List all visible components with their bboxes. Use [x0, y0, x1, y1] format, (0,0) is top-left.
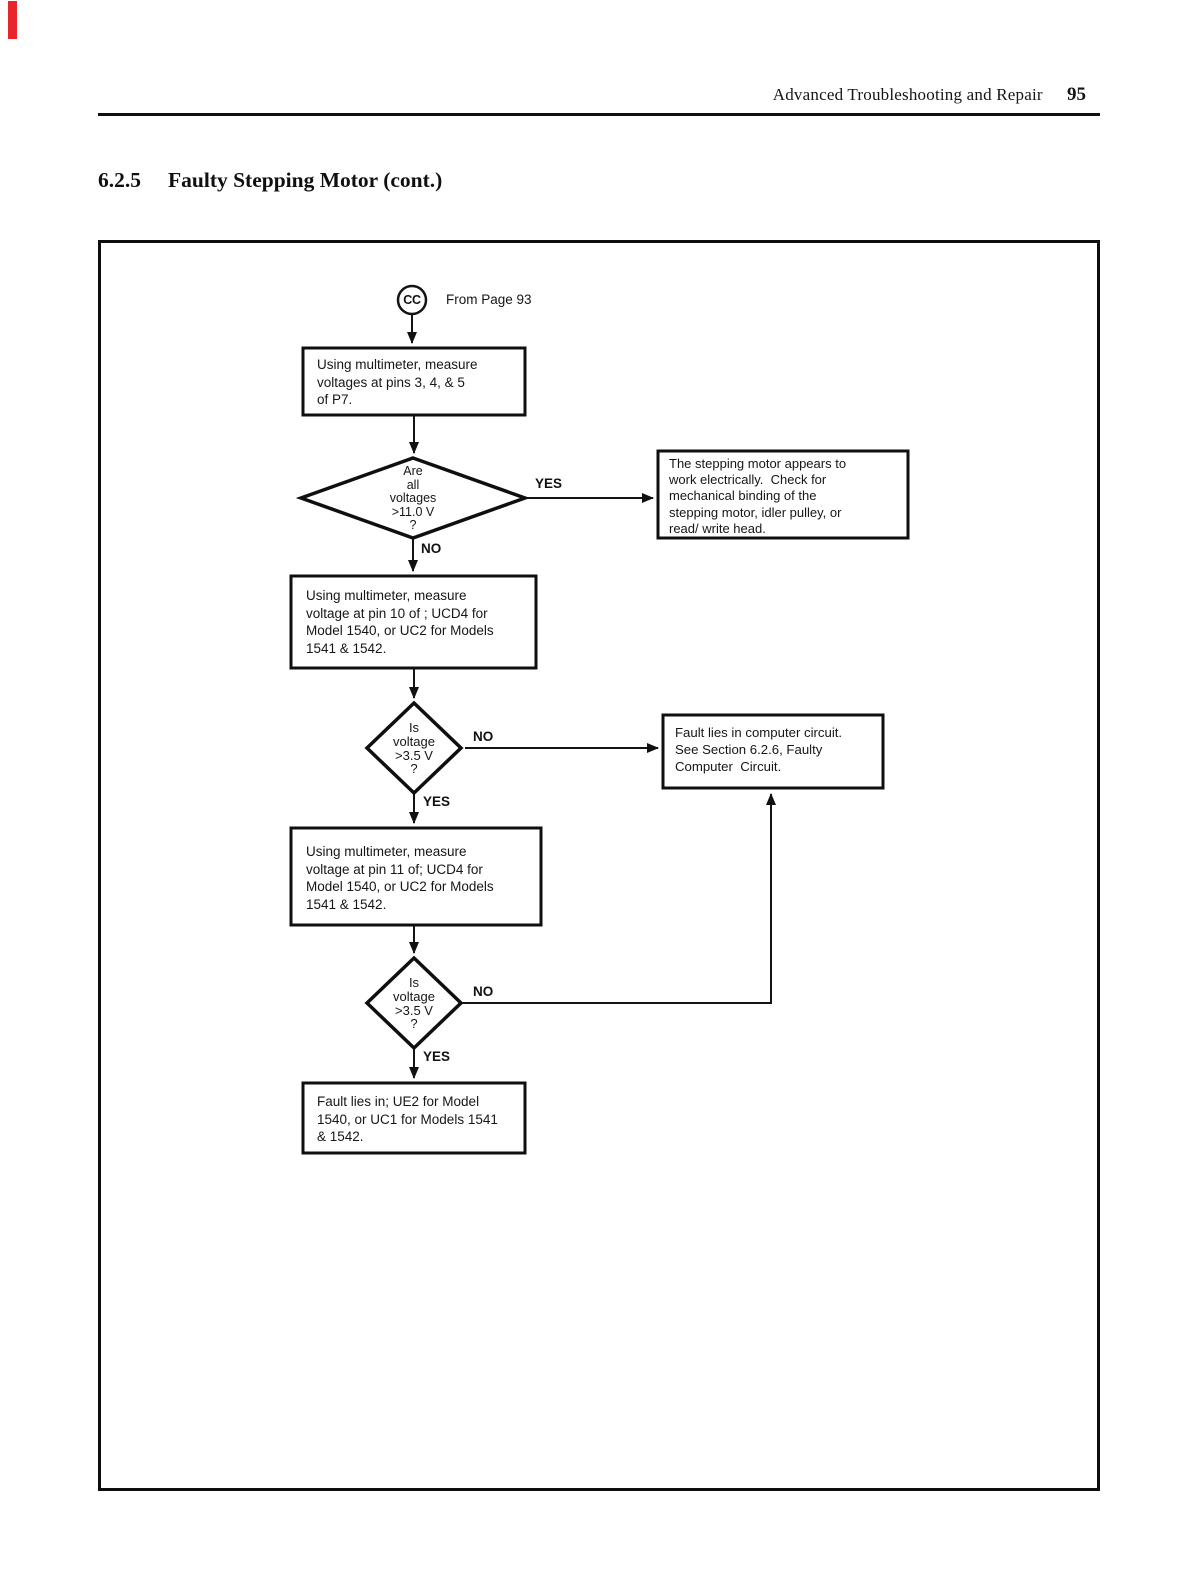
terminal-box-final-fault — [301, 1081, 527, 1155]
edge-label-no-3: NO — [473, 984, 494, 999]
terminal-box-motor-ok — [656, 449, 910, 540]
terminal-text-motor-ok: The stepping motor appears to work elect… — [669, 456, 847, 536]
terminal-text-computer-fault: Fault lies in computer circuit. See Sect… — [675, 725, 843, 774]
decision-text-pin11: Is voltage >3.5 V ? — [393, 975, 435, 1032]
terminal-text-final-fault: Fault lies in; UE2 for Model 1540, or UC… — [317, 1094, 498, 1144]
running-header: Advanced Troubleshooting and Repair 95 — [98, 84, 1100, 111]
red-edge-marker — [8, 1, 17, 39]
edge-label-no-2: NO — [473, 729, 494, 744]
edge-label-yes-1: YES — [535, 476, 563, 491]
edge-label-yes-2: YES — [423, 794, 451, 809]
decision-diamond-1 — [295, 456, 531, 540]
decision-text-voltages: Are all voltages >11.0 V ? — [389, 464, 437, 533]
connector-cc-label: CC — [403, 293, 421, 307]
section-title: Faulty Stepping Motor (cont.) — [168, 168, 443, 192]
decision-text-pin10: Is voltage >3.5 V ? — [393, 720, 435, 777]
from-page-label: From Page 93 — [446, 292, 532, 307]
running-header-title: Advanced Troubleshooting and Repair — [772, 85, 1043, 104]
process-box-measure-p7 — [301, 346, 527, 417]
decision-diamond-2 — [364, 700, 464, 796]
process-text-pin11: Using multimeter, measure voltage at pin… — [306, 844, 494, 912]
process-box-pin11 — [289, 826, 543, 927]
section-heading: 6.2.5 Faulty Stepping Motor (cont.) — [98, 168, 998, 193]
section-number: 6.2.5 — [98, 168, 141, 192]
terminal-box-computer-fault — [661, 713, 885, 790]
process-box-pin10 — [289, 574, 538, 670]
edge-label-no-1: NO — [421, 541, 442, 556]
flowchart-frame: CC From Page 93 Using multimeter, measur… — [98, 240, 1100, 1491]
process-text-pin10: Using multimeter, measure voltage at pin… — [306, 588, 494, 656]
page-number: 95 — [1067, 84, 1086, 105]
edge-label-yes-3: YES — [423, 1049, 451, 1064]
header-rule — [98, 113, 1100, 116]
process-text-measure-p7: Using multimeter, measure voltages at pi… — [317, 357, 478, 407]
flowchart-shapes — [289, 284, 910, 1155]
decision-diamond-3 — [364, 955, 464, 1051]
